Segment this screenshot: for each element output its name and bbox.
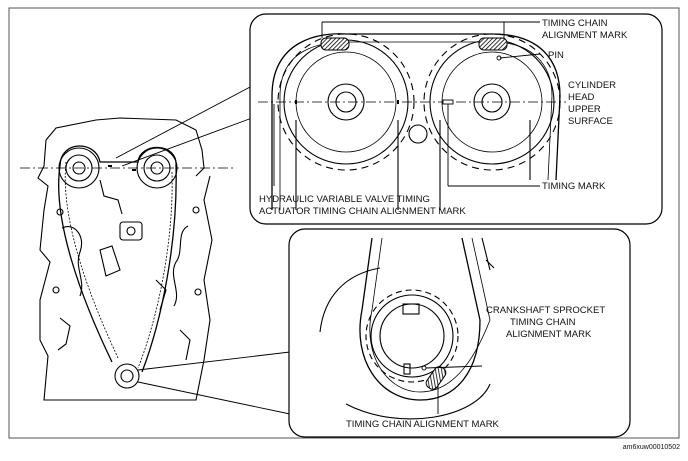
label-hydraulic-2: ACTUATOR TIMING CHAIN ALIGNMENT MARK [259, 206, 466, 217]
top-callout-frame [249, 13, 663, 225]
label-crankshaft-3: ALIGNMENT MARK [506, 329, 592, 340]
right-timing-mark [442, 99, 454, 105]
outer-frame [8, 7, 680, 439]
label-timing-chain-alignment-mark-top-1: TIMING CHAIN [542, 18, 608, 29]
label-timing-chain-alignment-mark-top-2: ALIGNMENT MARK [542, 30, 628, 41]
label-cylinder-head-3: UPPER [568, 104, 601, 115]
label-cylinder-head-1: CYLINDER [568, 80, 616, 91]
crankshaft-alignment-mark [421, 365, 427, 371]
callout-leaders [115, 85, 291, 415]
label-timing-chain-alignment-mark-bottom: TIMING CHAIN ALIGNMENT MARK [346, 419, 500, 430]
label-hydraulic-1: HYDRAULIC VARIABLE VALVE TIMING [259, 194, 430, 205]
label-timing-mark: TIMING MARK [542, 181, 606, 192]
crankshaft-sprocket-detail [319, 237, 495, 420]
bottom-label-leaders [425, 365, 483, 414]
bottom-chain-alignment-plate [425, 366, 447, 390]
figure-code: am6xuw00010502 [623, 444, 680, 451]
label-pin: PIN [548, 50, 564, 61]
label-cylinder-head-2: HEAD [568, 92, 595, 103]
bottom-callout-frame [288, 228, 631, 438]
top-label-leaders [273, 21, 541, 187]
label-crankshaft-1: CRANKSHAFT SPROCKET [486, 305, 605, 316]
engine-front-view [37, 117, 213, 401]
right-chain-alignment-plate [478, 37, 508, 51]
label-crankshaft-2: TIMING CHAIN [510, 317, 576, 328]
left-chain-alignment-plate [320, 37, 350, 51]
label-cylinder-head-4: SURFACE [568, 116, 613, 127]
